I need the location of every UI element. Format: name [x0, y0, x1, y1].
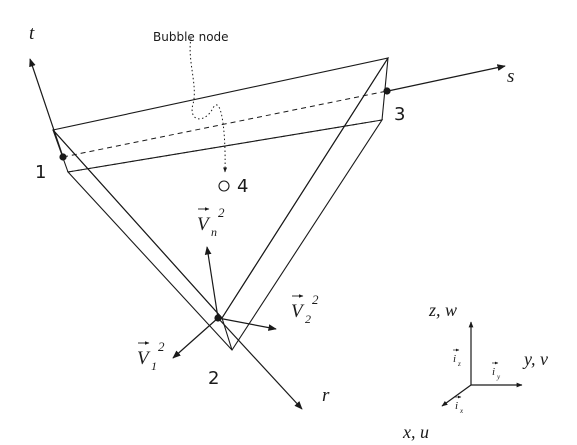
ix-label: i: [455, 400, 458, 412]
node-4-label: 4: [237, 176, 248, 197]
v2-label: V 2 2: [291, 292, 319, 326]
node-2-dot: [214, 314, 222, 322]
x-axis-label: x, u: [402, 422, 429, 442]
svg-text:2: 2: [218, 205, 225, 220]
v2-vector: [217, 317, 277, 331]
x-axis: [441, 384, 472, 407]
t-axis-label: t: [29, 23, 35, 44]
t-axis: [29, 58, 64, 158]
svg-text:2: 2: [158, 339, 165, 354]
node-1-dot: [59, 153, 67, 161]
bottom-hidden-dashed-line: [67, 119, 383, 173]
shell-element: [51, 57, 390, 351]
r-axis-label: r: [322, 385, 330, 406]
s-axis: [387, 64, 506, 92]
iz-label: i: [453, 353, 456, 365]
mid-surface-dashed-line: [62, 90, 388, 158]
svg-text:V: V: [197, 214, 211, 235]
svg-text:x: x: [459, 407, 464, 415]
vn-vector: [204, 246, 219, 319]
inner-edge-23: [221, 57, 389, 319]
svg-text:y: y: [496, 373, 501, 381]
svg-text:z: z: [457, 360, 461, 368]
svg-text:V: V: [291, 301, 305, 322]
global-axes: z, w y, v x, u i z i y i x: [402, 300, 548, 442]
node-1-label: 1: [35, 162, 46, 183]
z-axis-label: z, w: [428, 300, 457, 320]
bubble-node-label: Bubble node: [153, 30, 229, 44]
bottom-face-edge: [66, 119, 384, 351]
svg-text:2: 2: [305, 312, 311, 326]
bubble-node-4-circle: [218, 180, 230, 192]
svg-text:1: 1: [151, 359, 157, 373]
vn-label: V n 2: [197, 205, 225, 239]
node-3-dot: [383, 87, 391, 95]
svg-text:n: n: [211, 225, 217, 239]
bubble-node-leader: [189, 37, 228, 173]
inner-edge-12: [52, 129, 223, 319]
iy-label: i: [492, 366, 495, 378]
y-axis-label: y, v: [522, 349, 548, 369]
v1-label: V 1 2: [137, 339, 165, 373]
node-3-label: 3: [394, 104, 405, 125]
node-2-label: 2: [208, 368, 219, 389]
svg-text:2: 2: [312, 292, 319, 307]
r-axis: [217, 317, 303, 410]
s-axis-label: s: [507, 66, 514, 87]
v1-vector: [172, 317, 219, 359]
svg-text:V: V: [137, 348, 151, 369]
